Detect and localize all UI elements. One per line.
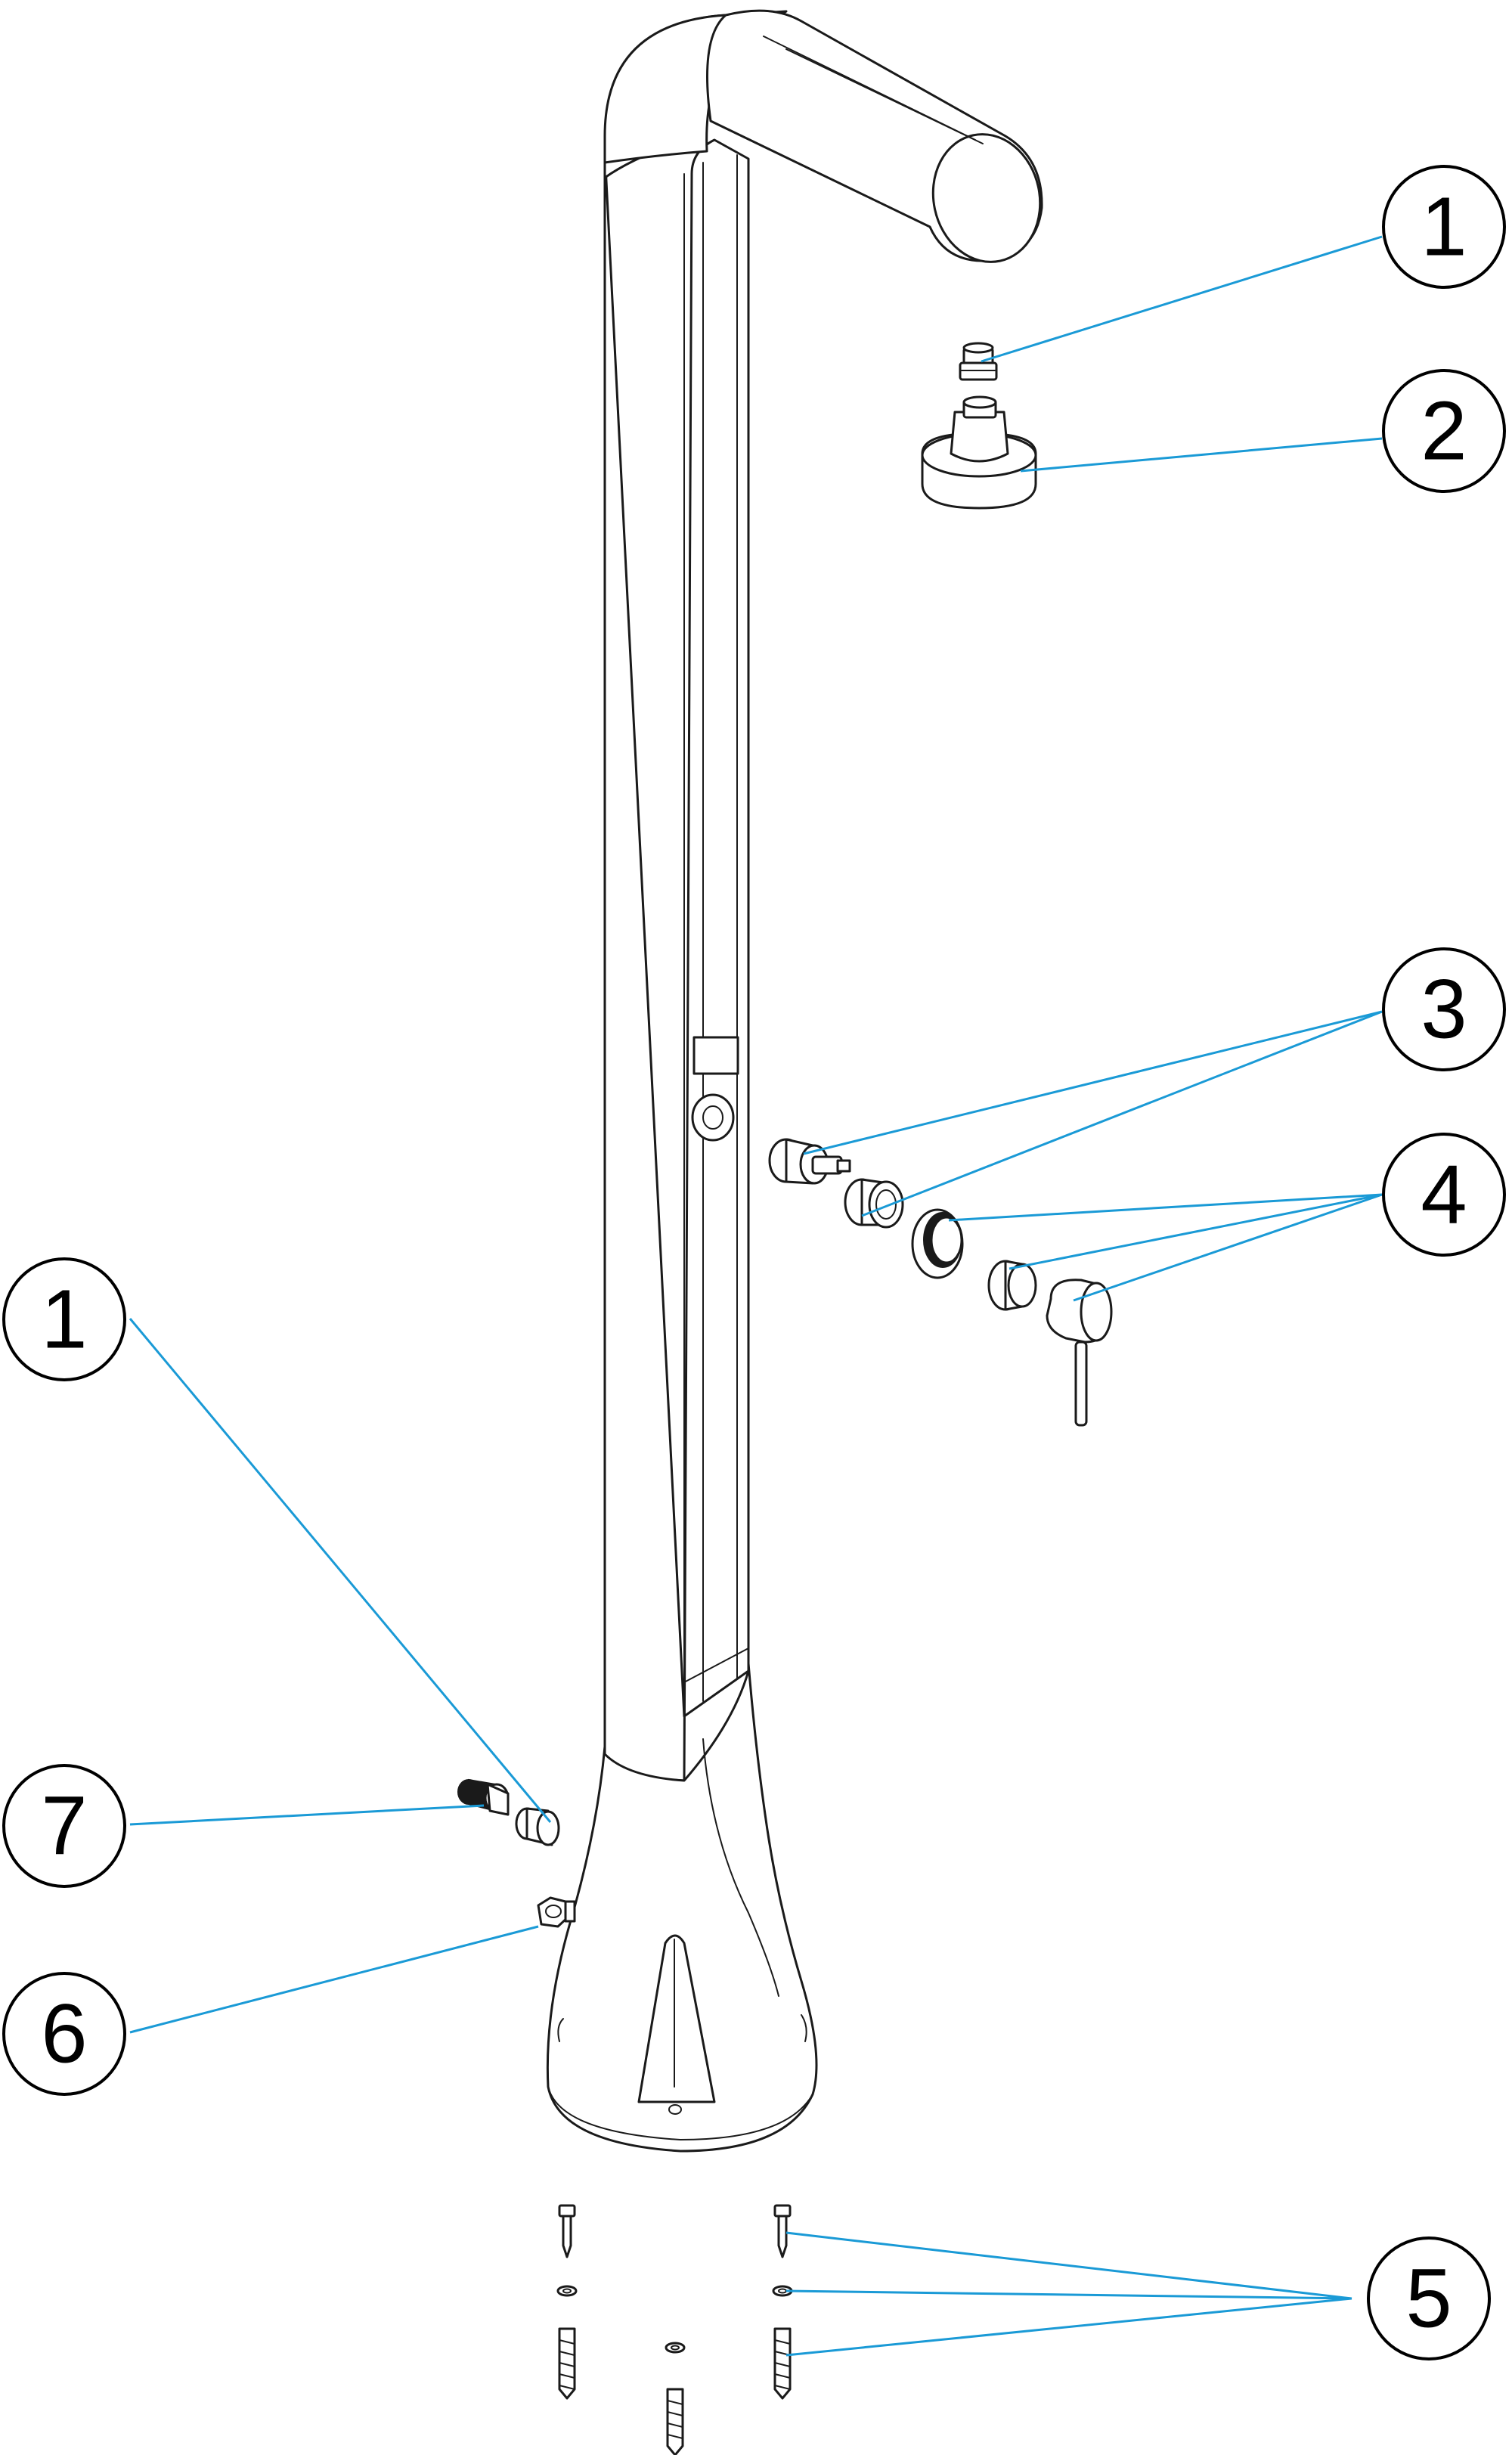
- part-valve-cartridge: [768, 1138, 851, 1185]
- leader-lines: [129, 235, 1383, 2357]
- callout-6: 6: [2, 1972, 126, 2096]
- callout-1-bottom: 1: [2, 1257, 126, 1381]
- callout-3-label: 3: [1421, 963, 1467, 1056]
- part-hose-connector: [457, 1778, 510, 1816]
- callout-6-label: 6: [41, 1988, 87, 2081]
- callout-1-bottom-label: 1: [41, 1273, 87, 1366]
- part-fixings: [556, 2204, 793, 2455]
- callout-4: 4: [1382, 1133, 1506, 1257]
- callout-1-top: 1: [1382, 165, 1506, 289]
- callout-7: 7: [2, 1764, 126, 1888]
- part-valve-nut: [844, 1178, 904, 1229]
- part-handle-set: [911, 1208, 1113, 1427]
- part-plug: [537, 1896, 576, 1928]
- callout-5: 5: [1367, 2236, 1491, 2360]
- callout-5-label: 5: [1405, 2252, 1452, 2345]
- callout-2: 2: [1382, 369, 1506, 493]
- part-nipple-bottom: [515, 1807, 560, 1846]
- callout-4-label: 4: [1421, 1148, 1467, 1241]
- callout-2-label: 2: [1421, 385, 1467, 478]
- callout-1-top-label: 1: [1421, 181, 1467, 274]
- callout-7-label: 7: [41, 1780, 87, 1873]
- part-shower-head-base: [921, 395, 1037, 510]
- callout-3: 3: [1382, 947, 1506, 1071]
- shower-column: [546, 9, 1043, 2153]
- part-nipple-top: [959, 342, 998, 381]
